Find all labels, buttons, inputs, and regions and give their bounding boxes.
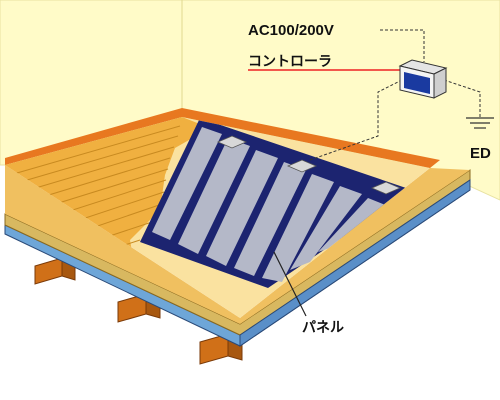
earth-ground-icon bbox=[466, 117, 494, 129]
earth-label: ED bbox=[470, 145, 491, 162]
panel-lead-wire bbox=[309, 79, 403, 161]
base-board-right-face bbox=[239, 179, 471, 347]
baseboard-right bbox=[182, 108, 440, 168]
controller-box-icon bbox=[398, 59, 448, 99]
joists bbox=[34, 214, 418, 365]
baseboard-left bbox=[5, 108, 182, 165]
earth-cable bbox=[443, 79, 481, 118]
joist-front-left bbox=[34, 257, 76, 285]
floor-surface bbox=[5, 117, 430, 318]
power-cable bbox=[380, 29, 425, 62]
controller-screen bbox=[404, 72, 430, 94]
panel-label: パネル bbox=[302, 319, 344, 335]
slab-layers bbox=[4, 165, 471, 347]
surface-edge bbox=[5, 165, 470, 324]
heating-strips bbox=[152, 127, 388, 282]
controller-label: コントローラ bbox=[248, 53, 332, 69]
panel-terminals bbox=[216, 135, 402, 195]
heating-panel bbox=[140, 118, 412, 288]
power-supply-label: AC100/200V bbox=[248, 22, 334, 39]
panel-callout-line bbox=[273, 251, 307, 317]
